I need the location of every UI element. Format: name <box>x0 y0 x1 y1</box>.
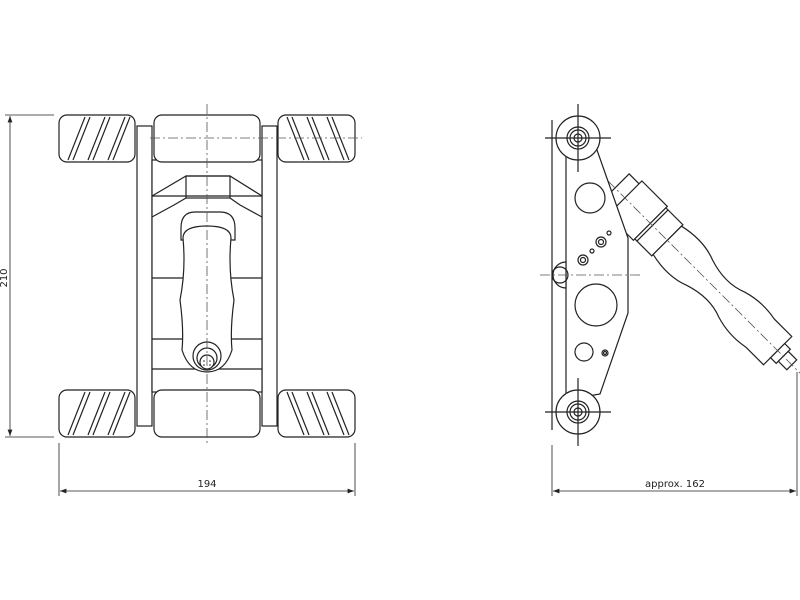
length-dimension: approx. 162 <box>551 372 798 496</box>
wheel-top-right <box>277 114 356 163</box>
side-wheel-top <box>545 104 611 172</box>
handle <box>179 211 236 373</box>
length-dimension-label: approx. 162 <box>645 479 705 490</box>
wheel-bottom-right <box>277 389 356 438</box>
height-dimension: 210 <box>0 114 54 438</box>
side-wheel-bottom <box>545 378 611 446</box>
side-view: approx. 162 <box>540 104 800 496</box>
right-side-plate <box>261 125 278 427</box>
wheel-top-left <box>58 114 136 163</box>
height-dimension-label: 210 <box>0 268 10 287</box>
width-dimension: 194 <box>58 443 356 496</box>
width-dimension-label: 194 <box>197 479 216 490</box>
front-view: 210 194 <box>0 104 362 496</box>
wheel-bottom-left <box>58 389 136 438</box>
left-side-plate <box>136 125 153 427</box>
